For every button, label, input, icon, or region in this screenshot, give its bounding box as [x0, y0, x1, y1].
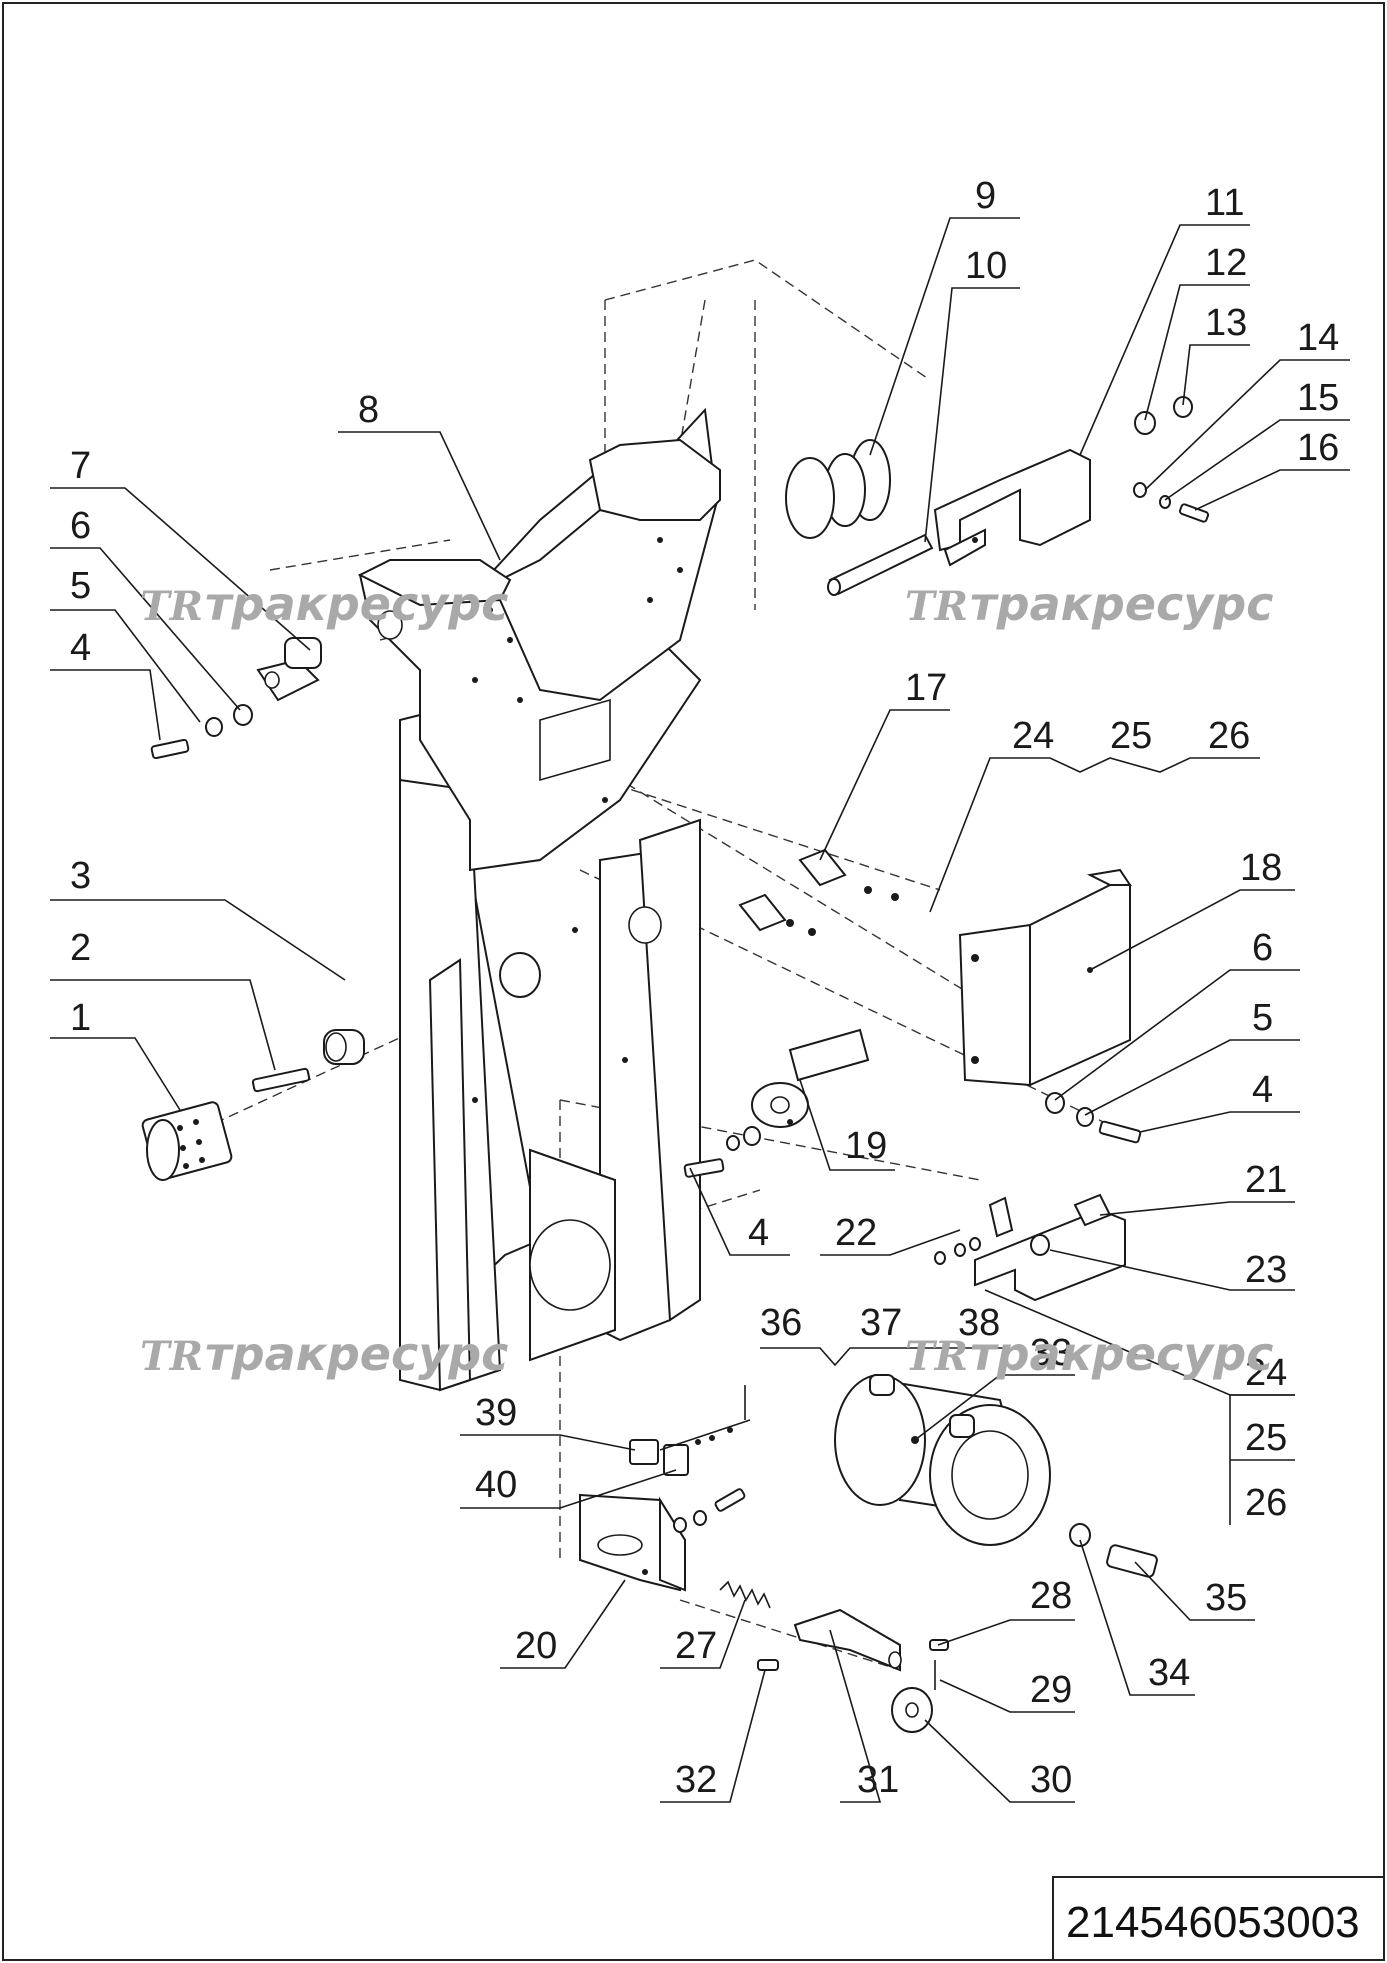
callout-29: 29 [1030, 1669, 1072, 1711]
watermark-text: тракресурс [205, 577, 508, 631]
callout-16: 16 [1297, 427, 1339, 469]
callout-35: 35 [1205, 1577, 1247, 1619]
callout-37: 37 [860, 1302, 902, 1344]
housing-part-20 [579, 1488, 746, 1592]
callout-26-bottom: 26 [1245, 1482, 1287, 1524]
watermark-logo: TR [905, 1333, 968, 1380]
bracket-part-21-22-23 [934, 1193, 1126, 1302]
callout-39: 39 [475, 1392, 517, 1434]
drawing-number: 214546053003 [1066, 1898, 1360, 1947]
callout-38: 38 [958, 1302, 1000, 1344]
callout-27: 27 [675, 1625, 717, 1667]
leader-lines [50, 217, 1350, 1803]
watermark-text: тракресурс [970, 577, 1273, 631]
bushing-part-3 [323, 1029, 365, 1065]
bolt-part-2 [251, 1067, 311, 1093]
pin-part-19 [751, 1028, 870, 1128]
callout-24-top: 24 [1012, 715, 1054, 757]
callout-19: 19 [845, 1125, 887, 1167]
callout-26-top: 26 [1208, 715, 1250, 757]
switch-parts-36-40 [629, 1419, 751, 1476]
callout-32: 32 [675, 1759, 717, 1801]
callout-13: 13 [1205, 302, 1247, 344]
callout-23: 23 [1245, 1249, 1287, 1291]
watermark-logo: TR [140, 583, 203, 630]
callout-4-mid: 4 [748, 1212, 769, 1254]
fasteners-right-4-5-6 [1045, 1092, 1142, 1144]
callout-11: 11 [1205, 182, 1244, 224]
callout-25-top: 25 [1110, 715, 1152, 757]
pulley-part-9 [785, 439, 891, 539]
callout-4-right: 4 [1252, 1069, 1273, 1111]
callout-1: 1 [70, 997, 91, 1039]
callout-31: 31 [857, 1759, 899, 1801]
callout-8: 8 [358, 389, 379, 431]
callout-36: 36 [760, 1302, 802, 1344]
axle-part-10 [827, 533, 934, 596]
callout-5-right: 5 [1252, 997, 1273, 1039]
callout-6-right: 6 [1252, 927, 1273, 969]
callout-28: 28 [1030, 1575, 1072, 1617]
fasteners-mid-4 [683, 1126, 761, 1178]
callout-7: 7 [70, 445, 91, 487]
callout-40: 40 [475, 1464, 517, 1506]
fasteners-right-12-16 [1133, 396, 1210, 523]
watermark-text: тракресурс [205, 1327, 508, 1381]
frame-part-8 [357, 407, 721, 1392]
callout-6-left: 6 [70, 505, 91, 547]
callout-labels: 1 2 3 4 5 6 7 8 9 10 11 12 13 14 15 16 1… [70, 175, 1339, 1801]
callout-34: 34 [1148, 1652, 1190, 1694]
lever-part-31 [757, 1608, 902, 1672]
pin-part-7 [256, 637, 322, 702]
spring-part-27 [719, 1580, 771, 1609]
callout-4-left: 4 [70, 627, 91, 669]
callout-10: 10 [965, 245, 1007, 287]
cover-part-18 [958, 868, 1132, 1087]
callout-5-left: 5 [70, 565, 91, 607]
fasteners-part-34-35 [1069, 1523, 1158, 1578]
bracket-part-11 [933, 448, 1091, 567]
cylinder-part-33 [834, 1374, 1051, 1546]
callout-20: 20 [515, 1625, 557, 1667]
callout-25-bottom: 25 [1245, 1417, 1287, 1459]
watermark-logo: TR [905, 583, 968, 630]
bush-part-1 [141, 1101, 233, 1181]
callout-12: 12 [1205, 242, 1247, 284]
fasteners-left-4-5-6 [150, 704, 253, 760]
callout-2: 2 [70, 927, 91, 969]
callout-24-bottom: 24 [1245, 1352, 1287, 1394]
watermarks: TR тракресурс TR тракресурс TR тракресур… [140, 577, 1273, 1381]
callout-33: 33 [1030, 1332, 1072, 1374]
bracket-part-17 [738, 848, 899, 936]
callout-21: 21 [1245, 1159, 1287, 1201]
watermark-logo: TR [140, 1333, 203, 1380]
callout-30: 30 [1030, 1759, 1072, 1801]
callout-17: 17 [905, 667, 947, 709]
callout-9: 9 [975, 175, 996, 217]
watermark-text: тракресурс [970, 1327, 1273, 1381]
callout-14: 14 [1297, 317, 1339, 359]
callout-18: 18 [1240, 847, 1282, 889]
callout-3: 3 [70, 855, 91, 897]
callout-22: 22 [835, 1212, 877, 1254]
callout-15: 15 [1297, 377, 1339, 419]
drawing-number-box: 214546053003 [1052, 1876, 1385, 1961]
